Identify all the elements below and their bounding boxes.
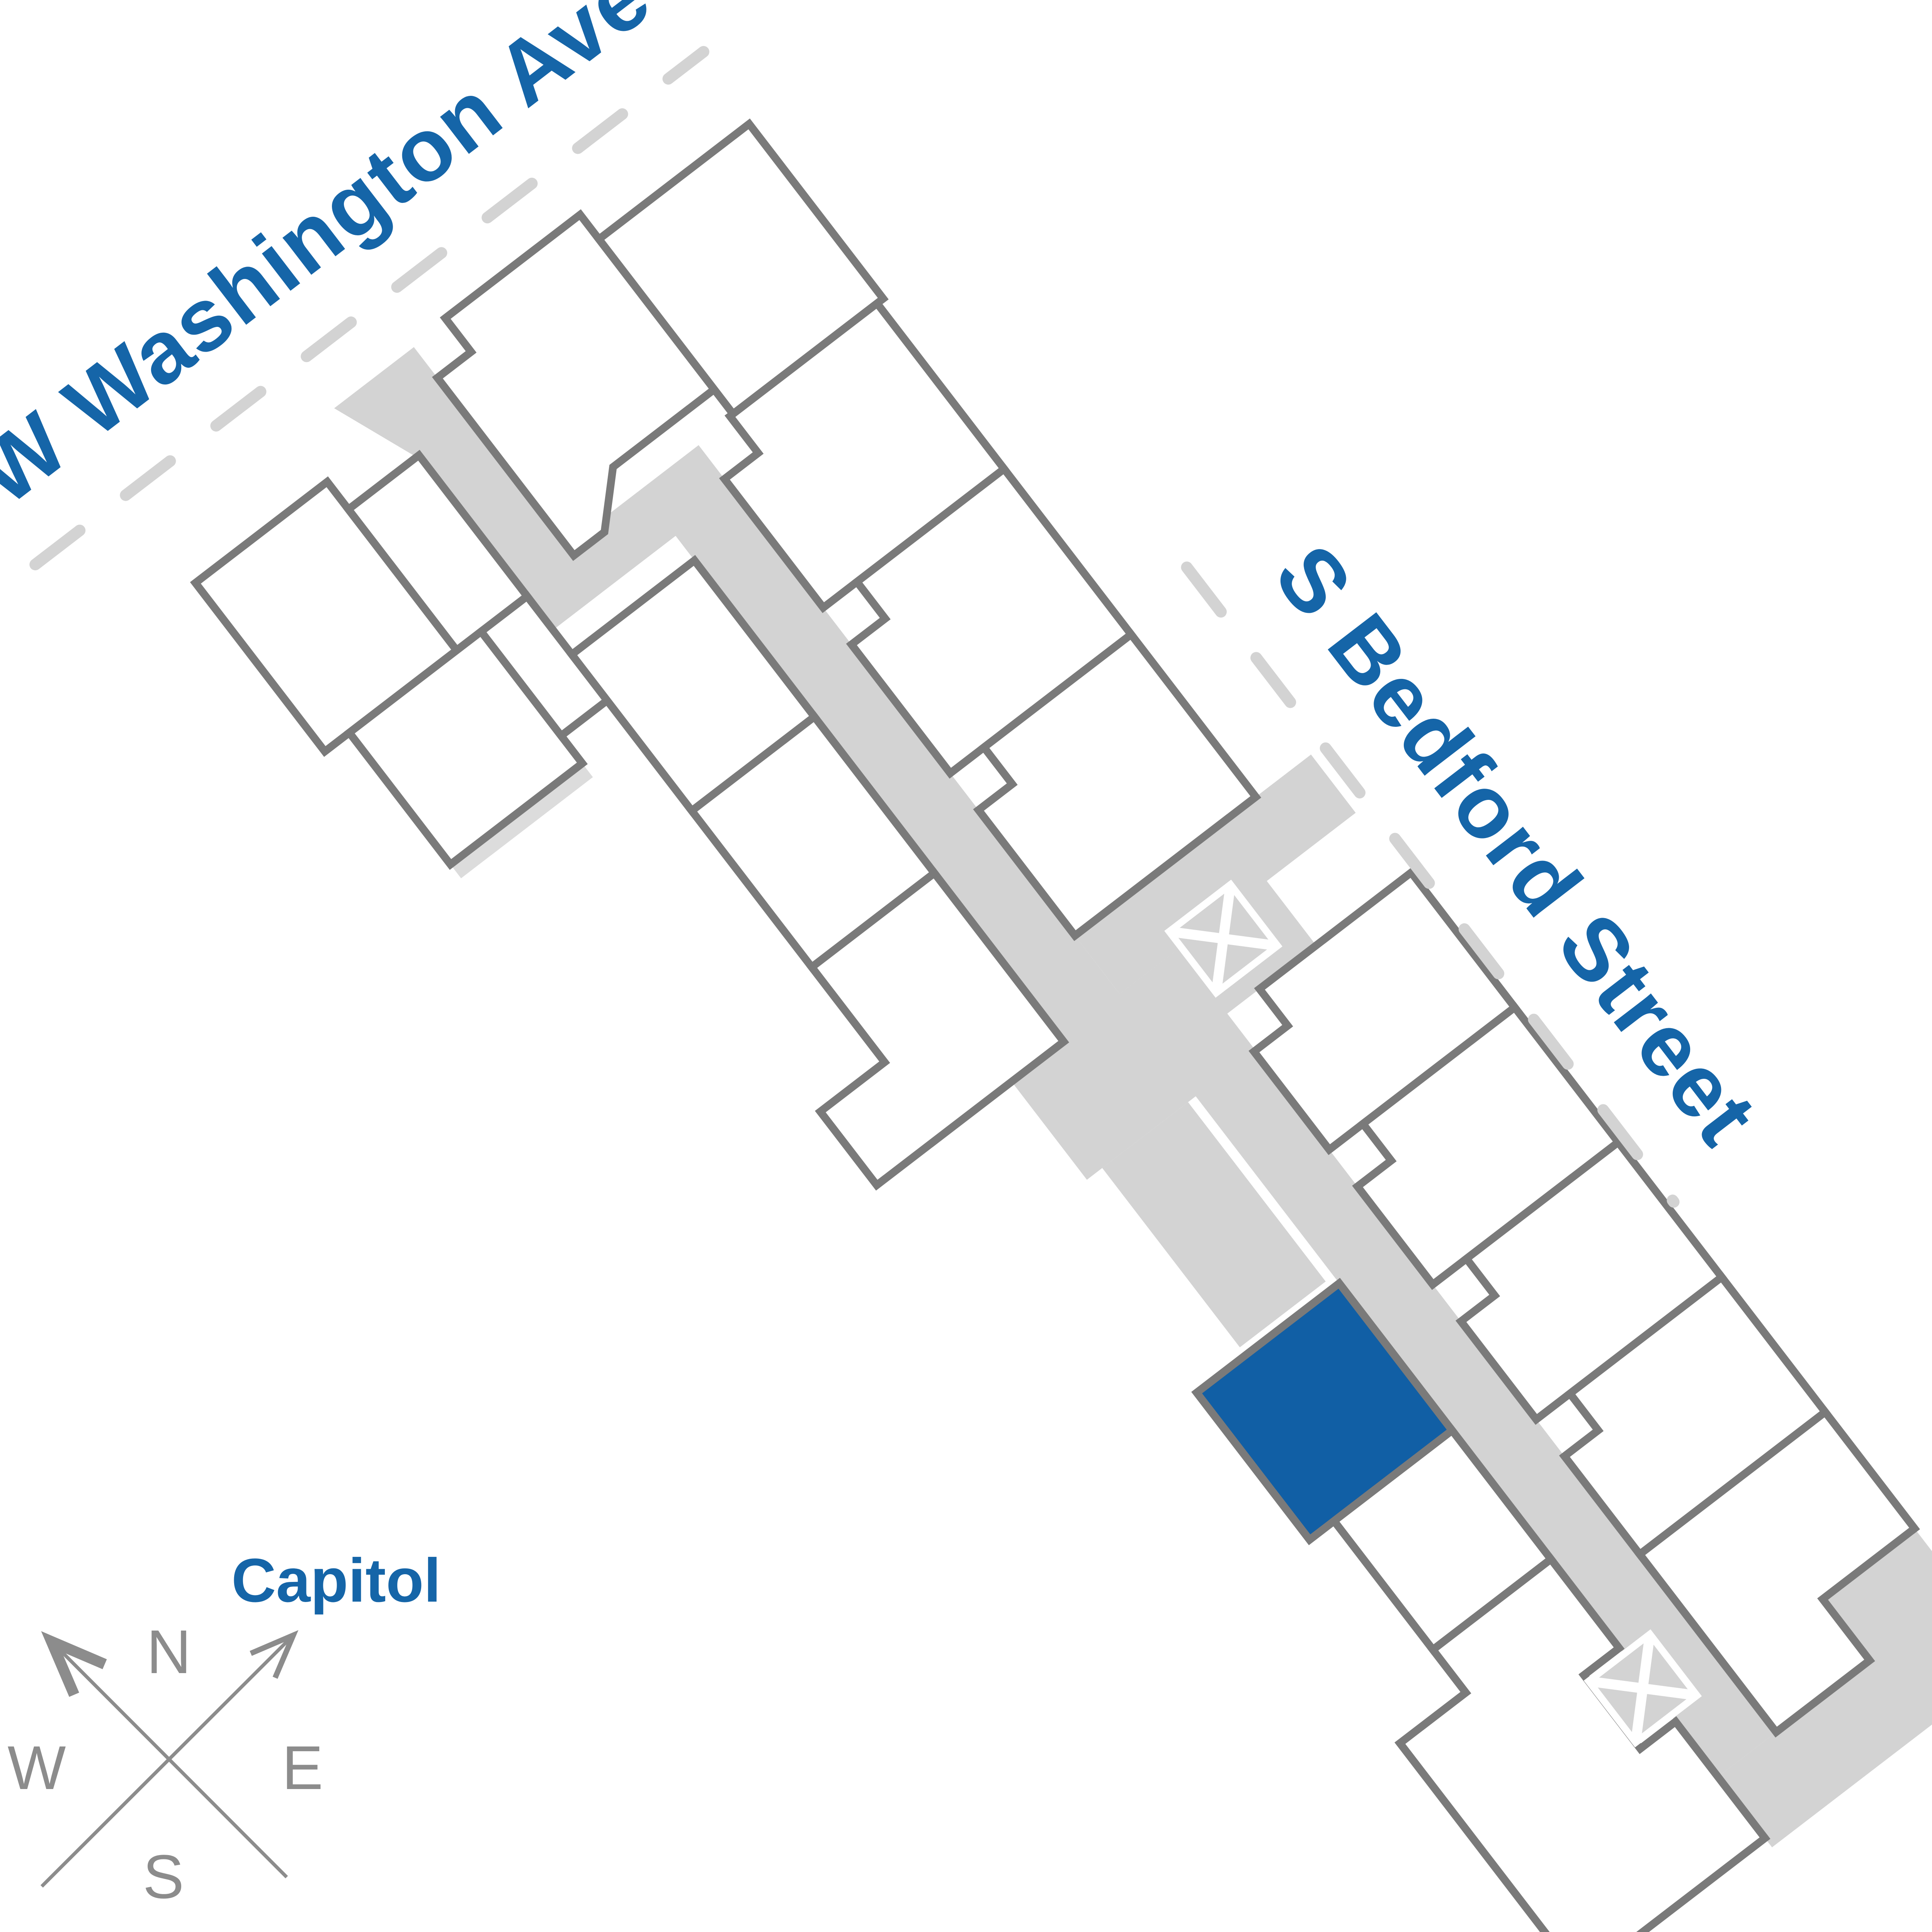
lower-walkway	[1118, 950, 1776, 1777]
compass-axis-northeast	[40, 1634, 295, 1888]
compass-letter-w: W	[7, 1733, 66, 1802]
unit-left-block-4[interactable]	[476, 591, 613, 742]
unit-upper-sw-3[interactable]	[747, 867, 1069, 1191]
unit-lower-ne-5[interactable]	[1634, 1406, 1932, 1738]
driveway-strip	[1102, 1102, 1326, 1347]
compass-arrowhead-northeast	[250, 1630, 299, 1679]
unit-lower-ne-1[interactable]	[1226, 867, 1520, 1155]
compass-arrowhead-northwest	[41, 1631, 107, 1697]
entry-path	[334, 347, 602, 630]
upper-walkway	[640, 445, 1160, 1091]
compass-letter-s: S	[143, 1842, 184, 1911]
capitol-label: Capitol	[231, 1546, 441, 1615]
compass-letter-n: N	[146, 1617, 191, 1686]
walkway-turn	[1718, 1528, 1932, 1847]
unit-lower-sw-3[interactable]	[1367, 1554, 1770, 1932]
compass-letter-e: E	[282, 1733, 323, 1802]
unit-upper-ne-2[interactable]	[823, 463, 1137, 779]
x-marker-1-x-icon-stroke-2	[1211, 884, 1236, 994]
unit-upper-ne-3[interactable]	[950, 629, 1262, 941]
unit-lower-ne-2[interactable]	[1329, 1002, 1624, 1290]
left-block-edge-shadow	[450, 763, 593, 878]
unit-lower-ne-3[interactable]	[1433, 1137, 1727, 1425]
washington-ave-dashes	[29, 46, 709, 571]
x-marker-2-x-icon-stroke-2	[1631, 1633, 1655, 1743]
unit-upper-ne-1[interactable]	[696, 298, 1010, 613]
bedford-street-dashes	[1181, 561, 1680, 1208]
